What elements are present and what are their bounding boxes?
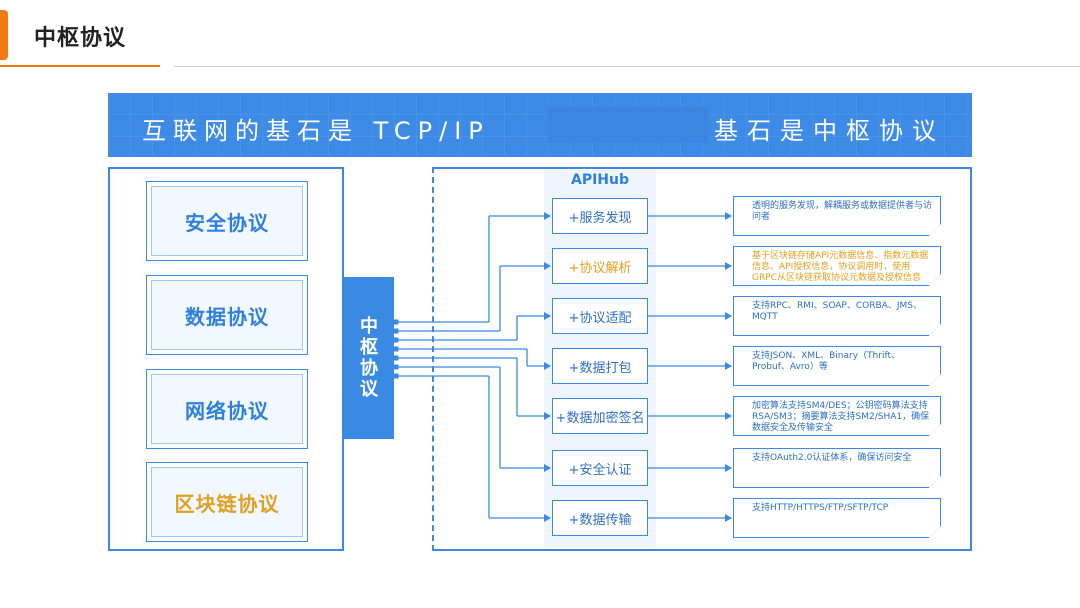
header-underline — [174, 66, 1080, 67]
protocol-box: 网络协议 — [146, 369, 308, 449]
header-underline-accent — [0, 65, 160, 67]
hub-label-char: 议 — [360, 379, 378, 400]
banner-right-text: 基石是中枢协议 — [714, 117, 945, 145]
protocol-box: 区块链协议 — [146, 462, 308, 542]
connector-node — [393, 364, 399, 370]
connector-node — [393, 319, 399, 325]
service-description: 加密算法支持SM4/DES；公钥密码算法支持RSA/SM3；摘要算法支持SM2/… — [733, 396, 941, 436]
slide-header: 中枢协议 — [0, 0, 1080, 70]
hub-label-char: 协 — [360, 358, 378, 379]
connector-node — [393, 346, 399, 352]
service-box: +协议解析 — [552, 248, 648, 284]
connector-node — [393, 373, 399, 379]
service-description: 透明的服务发现，解耦服务或数据提供者与访问者 — [733, 196, 941, 236]
service-box: +数据传输 — [552, 500, 648, 536]
protocol-box: 数据协议 — [146, 275, 308, 355]
service-box: +安全认证 — [552, 450, 648, 486]
service-box: +服务发现 — [552, 198, 648, 234]
banner: 互联网的基石是 TCP/IP 基石是中枢协议 — [108, 93, 972, 157]
service-description: 支持RPC、RMI、SOAP、CORBA、JMS、MQTT — [733, 296, 941, 336]
hub-protocol-box: 中 枢 协 议 — [344, 277, 394, 439]
service-box: +数据加密签名 — [552, 398, 648, 434]
connector-node — [393, 328, 399, 334]
banner-redacted-block — [548, 107, 708, 143]
service-description: 支持HTTP/HTTPS/FTP/SFTP/TCP — [733, 498, 941, 538]
connector-node — [393, 355, 399, 361]
service-box: +协议适配 — [552, 298, 648, 334]
banner-left-text: 互联网的基石是 TCP/IP — [142, 117, 490, 145]
connector-node — [393, 337, 399, 343]
service-box: +数据打包 — [552, 348, 648, 384]
hub-label-char: 枢 — [360, 337, 378, 358]
service-description: 支持JSON、XML、Binary（Thrift、Probuf、Avro）等 — [733, 346, 941, 386]
hub-label-char: 中 — [360, 316, 378, 337]
page-title: 中枢协议 — [34, 26, 127, 51]
service-description: 基于区块链存储API元数据信息、指数元数据信息、API授权信息，协议调用时，使用… — [733, 246, 941, 286]
apihub-title: APIHub — [570, 172, 629, 188]
accent-tab — [0, 10, 8, 60]
service-description: 支持OAuth2.0认证体系，确保访问安全 — [733, 448, 941, 488]
protocol-box: 安全协议 — [146, 181, 308, 261]
